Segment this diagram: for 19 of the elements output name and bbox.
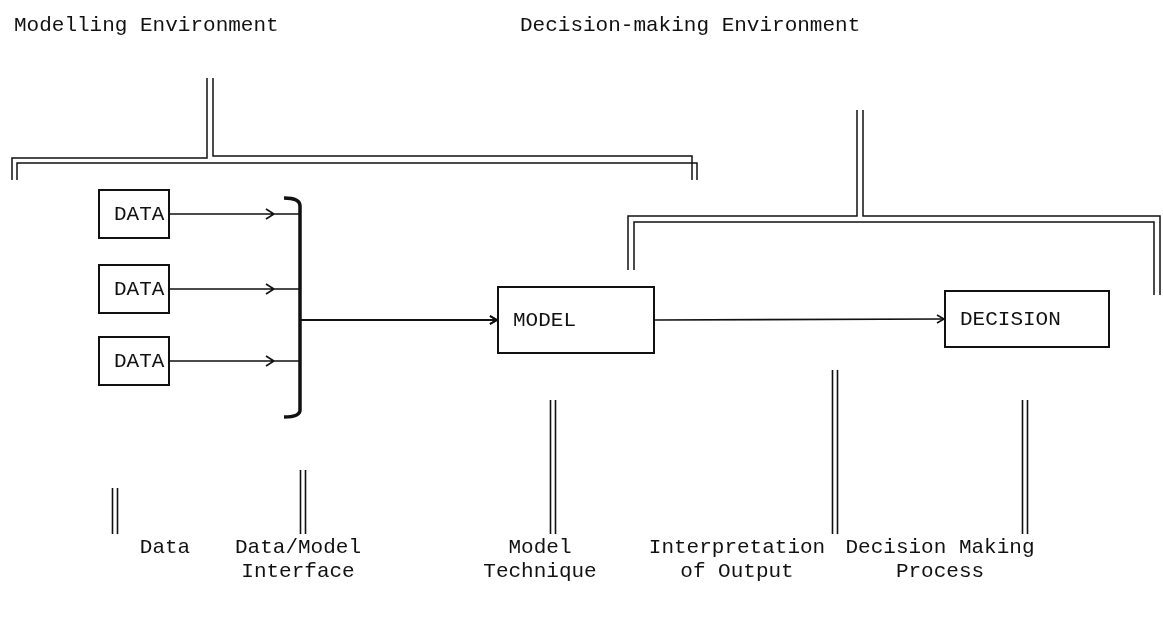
leader-line [549, 399, 557, 535]
category-label: Data [120, 536, 210, 561]
process-box: DECISION [944, 290, 1110, 348]
category-label: Decision Making Process [845, 536, 1035, 585]
group-heading: Modelling Environment [14, 14, 279, 37]
arrow [654, 314, 945, 324]
process-box: MODEL [497, 286, 655, 354]
leader-line [831, 369, 839, 535]
group-heading: Decision-making Environment [520, 14, 861, 37]
leader-line [1021, 399, 1029, 535]
process-box: DATA [98, 264, 170, 314]
category-label: Data/Model Interface [210, 536, 386, 585]
category-label: Model Technique [480, 536, 600, 585]
leader-line [111, 487, 119, 535]
process-box: DATA [98, 189, 170, 239]
leader-line [299, 469, 307, 535]
arrow [169, 315, 498, 367]
process-box: DATA [98, 336, 170, 386]
category-label: Interpretation of Output [642, 536, 832, 585]
